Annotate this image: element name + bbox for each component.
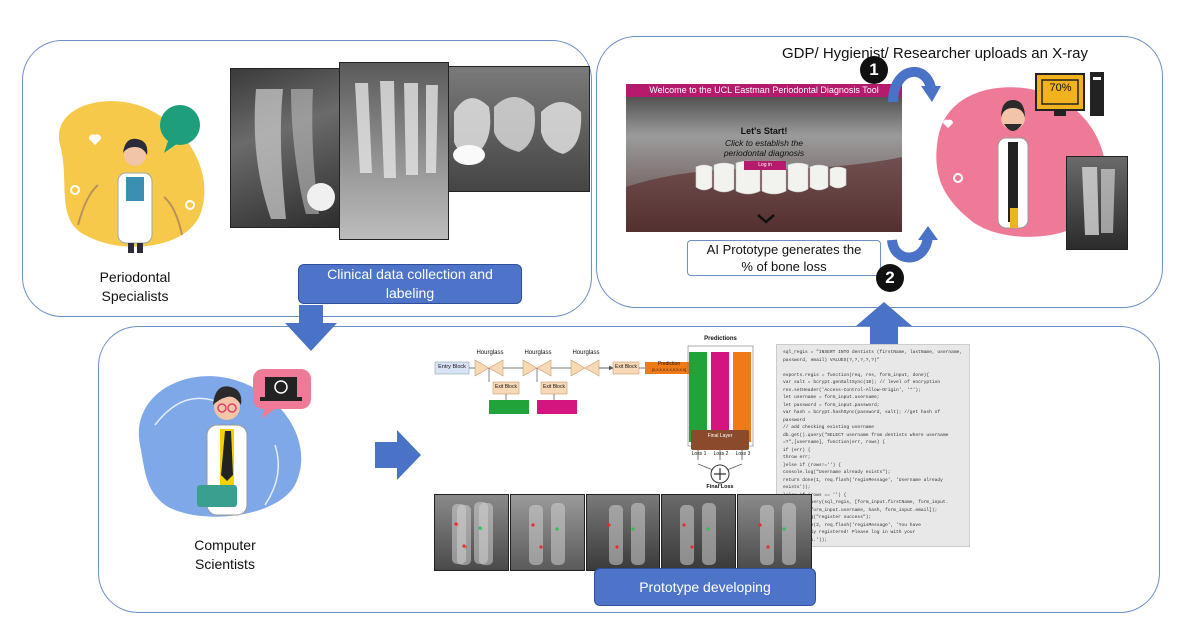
code-line: successfully registered! Please log in w…: [783, 530, 916, 535]
hourglass-label-3: Hourglass: [572, 350, 600, 356]
login-button[interactable]: Log in: [744, 161, 786, 170]
uploaded-xray-image: [1066, 156, 1128, 250]
prediction-vector-label: [X,X,X,X,X,X,X,X,X,X]: [651, 368, 687, 372]
clinical-data-collection-step: Clinical data collection and labeling: [298, 264, 522, 304]
code-line: throw err;: [783, 455, 811, 460]
code-line: db.get().query("SELECT username from den…: [783, 432, 949, 438]
gdp-user-illustration: [936, 72, 1106, 237]
computer-scientist-illustration: [138, 369, 311, 517]
step-2-marker: 2: [876, 264, 904, 292]
code-line: password, email) VALUES(?,?,?,?,?)": [783, 357, 880, 363]
code-line: res.setHeader('Access-Control-Allow-Orig…: [783, 387, 921, 393]
exit-block-label-2: Exit Block: [543, 384, 565, 390]
step-1-marker: 1: [860, 56, 888, 84]
code-line: let username = form_input.username;: [783, 395, 880, 400]
code-line: var salt = bcrypt.genSaltSync(10); // le…: [783, 380, 941, 385]
loss-label-2: Loss 2: [713, 451, 729, 457]
code-line: =?",[username], function(err, rows) {: [783, 440, 885, 445]
arrow-right-to-prototype-icon: [375, 430, 421, 480]
final-layer-label: Final Layer: [707, 433, 733, 439]
code-line: var hash = bcrypt.hashSync(password, sal…: [783, 410, 941, 415]
establish-diagnosis-text: Click to establish the periodontal diagn…: [723, 138, 805, 159]
annotated-xray-2: [509, 494, 585, 571]
exit-block-label-1: Exit Block: [495, 384, 517, 390]
predictions-title: Predictions: [704, 336, 737, 342]
entry-block-label: Entry Block: [438, 364, 466, 370]
curved-arrow-up-icon: [888, 66, 941, 103]
diagnosis-tool-screenshot: Welcome to the UCL Eastman Periodontal D…: [626, 84, 902, 232]
periodontal-specialist-illustration: [58, 101, 205, 253]
loss-label-1: Loss 1: [691, 451, 707, 457]
computer-scientists-label: Computer Scientists: [194, 537, 256, 572]
code-line: }else if (rows!='') {: [783, 462, 841, 468]
loss-label-3: Loss 3: [735, 451, 751, 457]
annotated-xray-4: [661, 494, 737, 571]
network-architecture-diagram: Entry Block Hourglass Hourglass Hourglas…: [433, 330, 768, 490]
annotated-xray-5: [737, 494, 812, 571]
code-line: db.get().query(sql_regis, [form_input.fi…: [783, 500, 949, 505]
xray-image-2: [339, 62, 449, 240]
annotated-xray-3: [585, 494, 661, 571]
code-line: console.log("register success");: [783, 515, 872, 520]
code-line: exports.regis = function(req, res, form_…: [783, 372, 930, 378]
tool-welcome-banner: Welcome to the UCL Eastman Periodontal D…: [626, 84, 902, 97]
code-line: console.log("Username already exists");: [783, 470, 891, 475]
code-line: if (err) {: [783, 447, 811, 453]
periodontal-specialists-label: Periodontal Specialists: [99, 269, 171, 304]
code-line: return done(1, req.flash('regisMessage',…: [783, 477, 943, 483]
ai-prototype-output-box: AI Prototype generates the % of bone los…: [687, 240, 881, 276]
code-snippet-panel: sql_regis = "INSERT INTO dentists (first…: [776, 344, 970, 547]
code-lines: sql_regis = "INSERT INTO dentists (first…: [783, 349, 963, 544]
code-line: exists'));: [783, 485, 811, 490]
xray-image-1: [230, 68, 340, 228]
lets-start-title: Let's Start!: [740, 126, 788, 136]
code-line: // add checking existing username: [783, 425, 874, 430]
code-line: sql_regis = "INSERT INTO dentists (first…: [783, 350, 963, 355]
hourglass-label-1: Hourglass: [476, 350, 504, 356]
arrow-up-to-tool-icon: [856, 302, 912, 348]
code-line: lastName, form_input.username, hash, for…: [783, 507, 938, 513]
hourglass-label-2: Hourglass: [524, 350, 552, 356]
prototype-developing-step: Prototype developing: [594, 568, 816, 606]
code-line: [783, 364, 963, 372]
arrow-down-to-development-icon: [285, 305, 337, 351]
exit-block-label-3: Exit Block: [615, 364, 637, 370]
xray-image-3: [448, 66, 590, 192]
annotated-xray-strip: [434, 494, 812, 571]
final-loss-label: Final Loss: [706, 484, 734, 490]
monitor-percentage: 70%: [1049, 82, 1072, 94]
prediction-block-label: Prediction: [657, 361, 681, 367]
code-line: password: [783, 417, 806, 423]
code-line: return done(2, req.flash('regisMessage',…: [783, 522, 921, 528]
curved-arrow-down-icon: [887, 226, 938, 263]
code-line: }else if (rows == '') {: [783, 492, 847, 498]
upload-step-header: GDP/ Hygienist/ Researcher uploads an X-…: [782, 45, 1088, 62]
code-line: let password = form_input.password;: [783, 402, 880, 408]
